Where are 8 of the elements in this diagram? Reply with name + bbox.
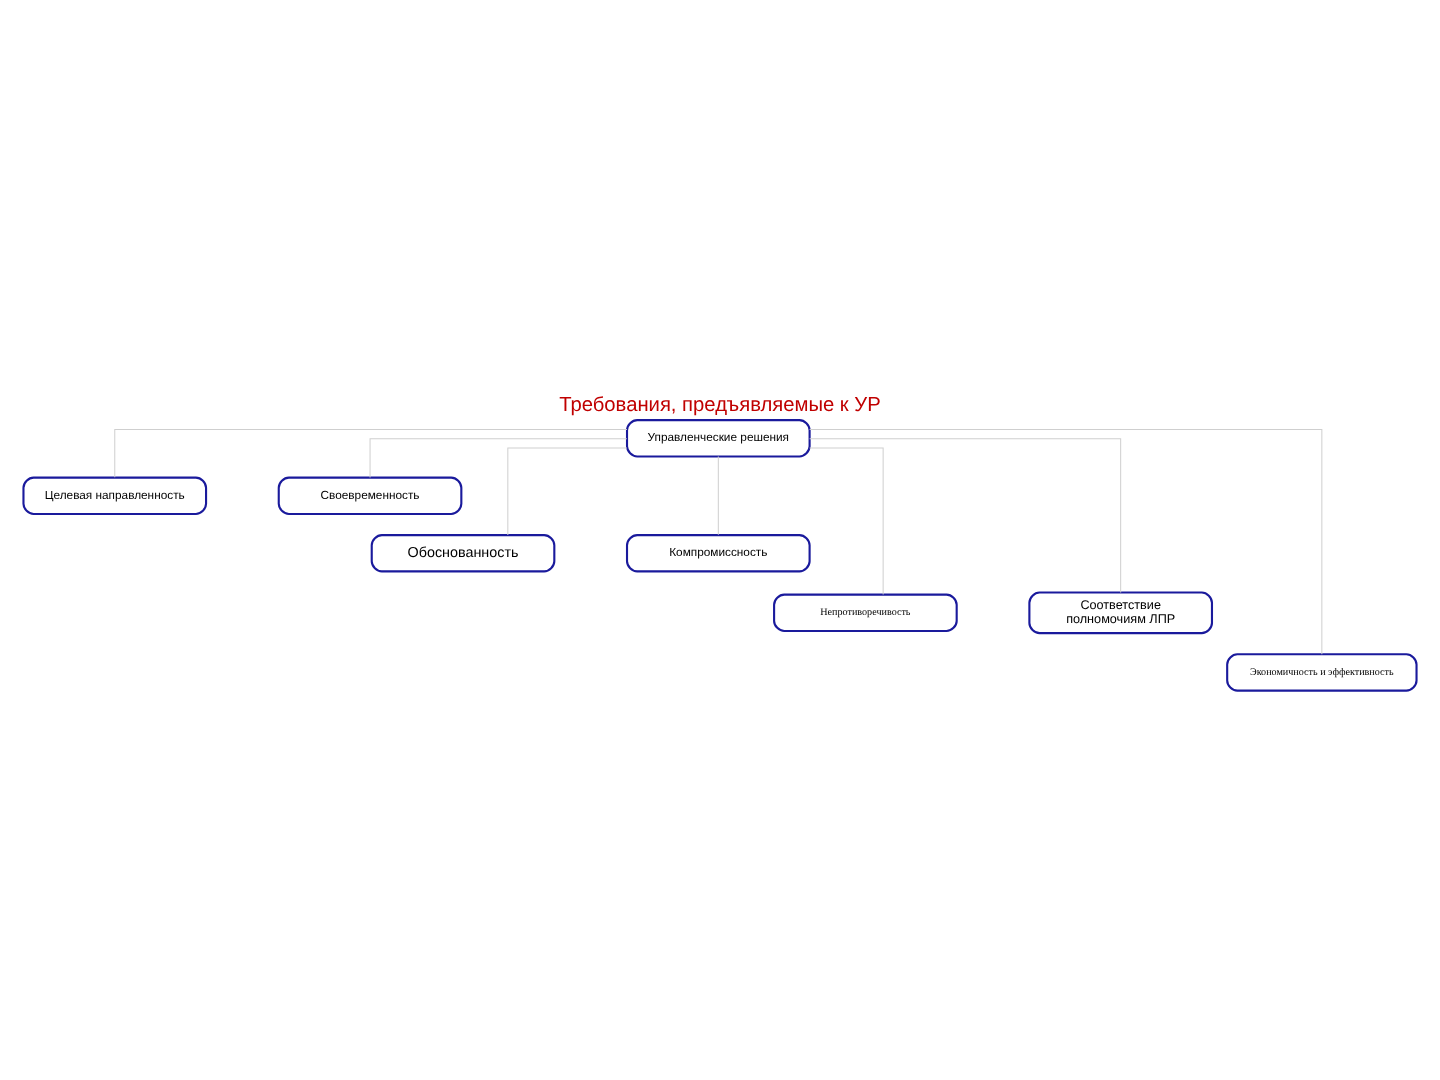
connector xyxy=(717,455,719,535)
diagram-title: Требования, предъявляемые к УР xyxy=(559,393,881,416)
connector xyxy=(507,446,628,535)
connector xyxy=(809,427,1323,654)
connector xyxy=(809,437,1122,593)
connector xyxy=(809,446,884,595)
connector xyxy=(114,427,628,477)
connector xyxy=(369,437,628,477)
